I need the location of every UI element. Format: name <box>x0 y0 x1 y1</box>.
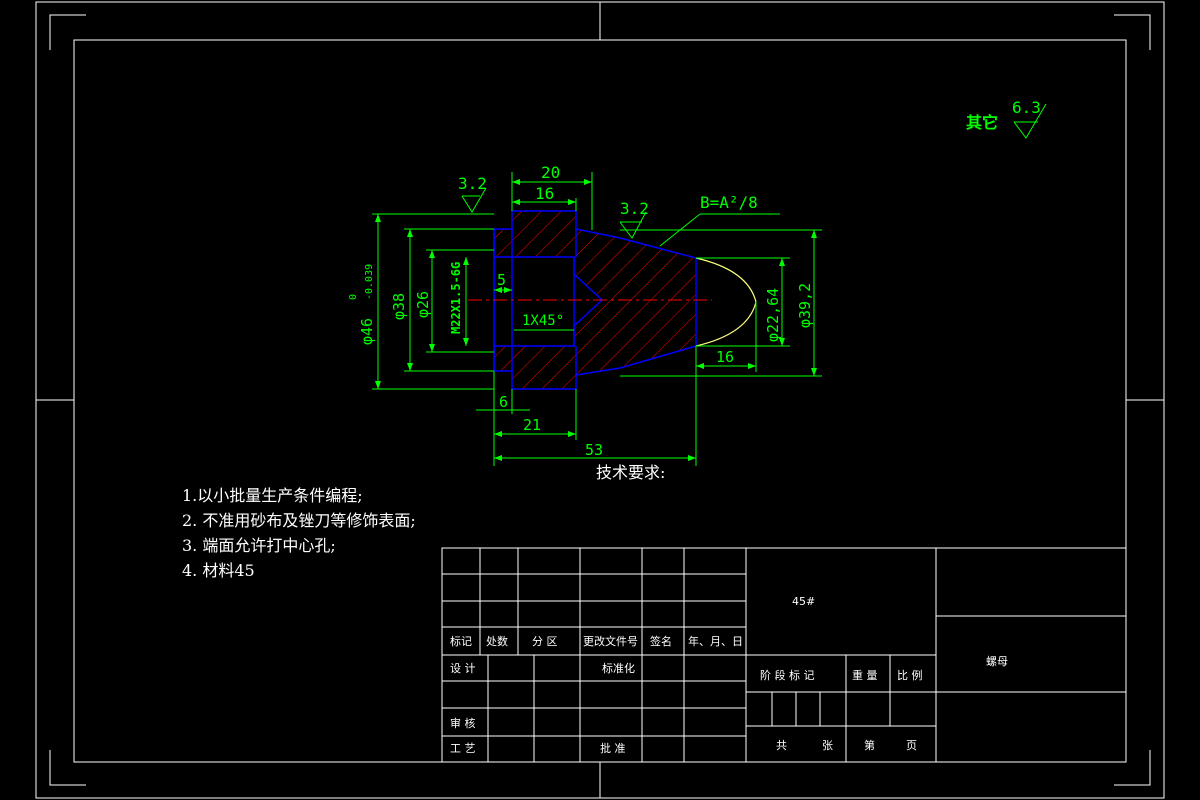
inner-border <box>73 39 1127 763</box>
corner-mark-br <box>1114 750 1151 786</box>
corner-mark-tr <box>1114 14 1151 50</box>
corner-mark-tl <box>49 14 86 50</box>
dim-dia46: φ46 <box>358 318 376 345</box>
roughness-other-value: 6.3 <box>1012 98 1041 117</box>
corner-mark-bl <box>49 750 86 786</box>
roughness-symbol-mid-icon <box>619 211 647 239</box>
tb-approve: 批 准 <box>600 741 626 755</box>
roughness-other-label: 其它 <box>966 113 998 132</box>
dimension-texts: 20 16 3.2 3.2 B=A²/8 φ46 0 -0.039 φ38 φ2… <box>348 163 814 459</box>
curve-formula: B=A²/8 <box>700 193 758 212</box>
material-value: 45# <box>792 595 815 608</box>
tech-requirement-item: 1.以小批量生产条件编程; <box>182 486 363 505</box>
roughness-other: 其它 6.3 <box>966 98 1047 139</box>
roughness-symbol-left-icon <box>461 187 487 213</box>
title-block <box>441 547 1127 763</box>
dim-20: 20 <box>541 163 560 182</box>
roughness-mid-value: 3.2 <box>620 199 649 218</box>
tech-requirement-item: 4. 材料45 <box>182 561 255 580</box>
tb-header: 处数 <box>486 635 508 648</box>
tb-header: 分 区 <box>532 635 558 648</box>
dim-dia39-2: φ39,2 <box>796 283 814 328</box>
tb-review: 审 核 <box>450 716 476 730</box>
dim-16-right: 16 <box>716 348 734 366</box>
ellipse-nose-curve <box>695 257 757 347</box>
dim-5: 5 <box>497 271 506 289</box>
dim-dia38: φ38 <box>390 293 408 320</box>
tb-sheets: 张 <box>822 739 833 752</box>
tb-page-no: 第 <box>864 738 875 752</box>
dim-6: 6 <box>499 393 508 411</box>
tb-process: 工 艺 <box>450 742 476 755</box>
tb-header: 年、月、日 <box>688 634 743 648</box>
tb-page: 页 <box>906 739 917 752</box>
tb-header: 标记 <box>450 634 472 648</box>
tb-header: 更改文件号 <box>583 634 638 648</box>
tb-total: 共 <box>776 739 787 752</box>
tech-requirements-title: 技术要求: <box>596 463 665 482</box>
dim-chamfer: 1X45° <box>522 313 564 329</box>
tb-header: 签名 <box>650 634 672 648</box>
dim-53: 53 <box>585 441 603 459</box>
dim-dia22-64: φ22,64 <box>764 288 782 342</box>
part-name: 螺母 <box>986 655 1008 668</box>
tb-stage-mark: 阶 段 标 记 <box>760 668 815 682</box>
tb-design: 设 计 <box>450 662 476 675</box>
dim-tol-lower: -0.039 <box>364 264 375 300</box>
part-section <box>468 210 757 390</box>
title-block-texts: 45# 螺母 标记 处数 分 区 更改文件号 签名 年、月、日 设 计 标准化 … <box>450 595 1008 755</box>
dim-21: 21 <box>523 416 541 434</box>
tech-requirement-item: 3. 端面允许打中心孔; <box>182 536 336 555</box>
dim-thread: M22X1.5-6G <box>449 262 463 334</box>
tb-standardize: 标准化 <box>602 661 635 675</box>
tech-requirements: 技术要求: 1.以小批量生产条件编程; 2. 不准用砂布及锉刀等修饰表面; 3.… <box>182 463 665 580</box>
dimension-lines <box>372 172 822 466</box>
roughness-symbol-icon <box>1013 103 1047 139</box>
dim-16-top: 16 <box>535 184 554 203</box>
dim-tol-upper: 0 <box>348 294 359 300</box>
bore-outline <box>493 229 577 375</box>
dim-dia26: φ26 <box>414 291 432 318</box>
roughness-left-value: 3.2 <box>458 174 487 193</box>
tb-weight: 重 量 <box>852 668 878 682</box>
tb-scale: 比 例 <box>897 668 923 682</box>
tech-requirement-item: 2. 不准用砂布及锉刀等修饰表面; <box>182 511 416 530</box>
part-hatched-section <box>493 210 697 390</box>
